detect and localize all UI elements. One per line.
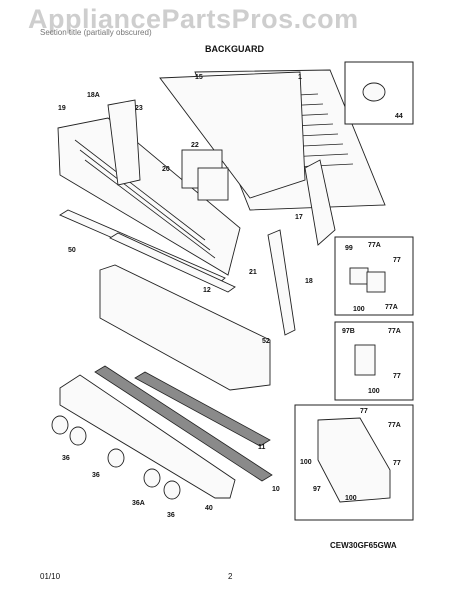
gasket-11 <box>134 371 271 447</box>
callout-23: 23 <box>135 105 143 112</box>
part-99 <box>349 267 369 285</box>
trim-strip-12 <box>109 232 236 293</box>
watermark-logo: AppliancePartsPros.com <box>28 4 359 34</box>
callout-20: 20 <box>162 166 170 173</box>
callout-44: 44 <box>395 113 403 120</box>
callout-77-4: 77 <box>393 460 401 467</box>
callout-100-2: 100 <box>368 388 380 395</box>
callout-100-3: 100 <box>300 459 312 466</box>
callout-77a-1: 77A <box>368 242 381 249</box>
callout-52: 52 <box>262 338 270 345</box>
callout-22: 22 <box>191 142 199 149</box>
knob-panel-40 <box>59 374 236 499</box>
callout-100-4: 100 <box>345 495 357 502</box>
page-title: BACKGUARD <box>205 44 264 54</box>
callout-97: 97 <box>313 486 321 493</box>
callout-36a: 36A <box>132 500 145 507</box>
inset-97b <box>334 321 414 401</box>
callout-36-b: 36 <box>92 472 100 479</box>
mounting-plate-20 <box>197 167 229 201</box>
inner-bracket-18a <box>107 99 141 186</box>
bracket-18 <box>267 229 296 336</box>
callout-77-2: 77 <box>393 373 401 380</box>
callout-40: 40 <box>205 505 213 512</box>
callout-77-1: 77 <box>393 257 401 264</box>
callout-77a-4: 77A <box>388 422 401 429</box>
side-bracket <box>304 159 336 246</box>
callout-19: 19 <box>58 105 66 112</box>
control-panel <box>57 117 241 276</box>
section-subtitle: Section title (partially obscured) <box>40 28 152 37</box>
callout-10: 10 <box>272 486 280 493</box>
callout-1: 1 <box>298 74 302 81</box>
callout-18: 18 <box>305 278 313 285</box>
manifold-cover-52 <box>99 264 271 391</box>
callout-21: 21 <box>249 269 257 276</box>
callout-77a-2: 77A <box>385 304 398 311</box>
callout-18a: 18A <box>87 92 100 99</box>
callout-17: 17 <box>295 214 303 221</box>
revision-date: 01/10 <box>40 572 61 581</box>
model-number: CEW30GF65GWA <box>330 541 397 550</box>
callout-50: 50 <box>68 247 76 254</box>
callout-97b: 97B <box>342 328 355 335</box>
callout-77a-3: 77A <box>388 328 401 335</box>
callout-100-1: 100 <box>353 306 365 313</box>
part-99b <box>366 271 386 293</box>
part-97b <box>354 344 376 376</box>
callout-77-3: 77 <box>360 408 368 415</box>
callout-15: 15 <box>195 74 203 81</box>
gasket-10 <box>94 365 273 482</box>
callout-99: 99 <box>345 245 353 252</box>
page-number: 2 <box>228 572 233 581</box>
knobs <box>51 415 181 500</box>
part-97 <box>317 417 391 503</box>
callout-36-a: 36 <box>62 455 70 462</box>
foot-44 <box>362 82 386 102</box>
callout-12: 12 <box>203 287 211 294</box>
callout-11: 11 <box>258 444 266 451</box>
callout-36-c: 36 <box>167 512 175 519</box>
